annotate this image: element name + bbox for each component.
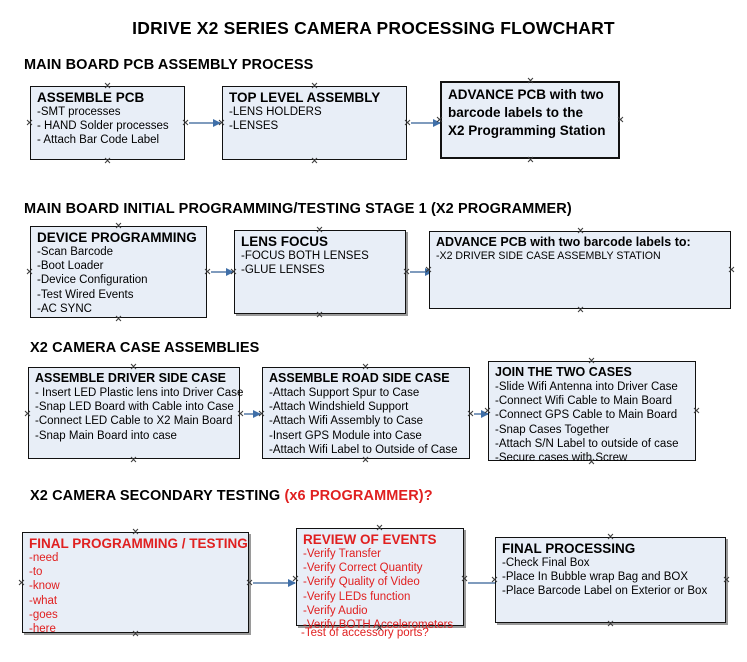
node-title-line: barcode labels to the: [448, 105, 584, 120]
node-title: ASSEMBLE PCB: [37, 90, 145, 105]
node-line: - Attach Bar Code Label: [37, 134, 160, 147]
node-line: -Insert GPS Module into Case: [269, 429, 422, 442]
node-line: -Test Wired Events: [37, 288, 134, 301]
node-line: -need: [29, 552, 59, 564]
arrow-top-level-to-advance-pcb: [411, 118, 441, 127]
node-line: -Boot Loader: [37, 260, 104, 273]
node-line: -what: [29, 594, 58, 607]
node-final-programming-testing[interactable]: FINAL PROGRAMMING / TESTING -need -to -k…: [22, 532, 249, 636]
arrow-road-case-to-join-cases: [474, 409, 489, 418]
node-line: -Connect Wifi Cable to Main Board: [495, 395, 673, 408]
arrow-device-programming-to-lens-focus: [211, 267, 234, 276]
node-title: FINAL PROGRAMMING / TESTING: [29, 536, 248, 551]
node-line: -Verify Transfer: [303, 548, 381, 560]
arrow-final-programming-to-review-of-events: [253, 578, 296, 587]
node-line: -Attach Support Spur to Case: [269, 387, 420, 399]
node-line: -Verify Correct Quantity: [303, 562, 423, 575]
section-heading-4-text: X2 CAMERA SECONDARY TESTING: [30, 488, 285, 504]
node-line: -Verify Quality of Video: [303, 576, 420, 589]
node-title: JOIN THE TWO CASES: [495, 365, 632, 379]
node-line: -Attach S/N Label to outside of case: [495, 437, 679, 450]
node-title: ASSEMBLE ROAD SIDE CASE: [269, 371, 450, 385]
node-line: -X2 DRIVER SIDE CASE ASSEMBLY STATION: [436, 250, 661, 262]
node-line: -Snap Main Board into case: [35, 429, 177, 442]
node-title-line: ADVANCE PCB with two: [448, 87, 604, 102]
node-line: -Attach Wifi Assembly to Case: [269, 415, 424, 428]
node-advance-pcb-programming-station[interactable]: ADVANCE PCB with two barcode labels to t…: [440, 81, 620, 159]
node-final-processing[interactable]: FINAL PROCESSING -Check Final Box -Place…: [495, 537, 726, 623]
node-line: -goes: [29, 608, 58, 621]
node-advance-pcb-driver-side-station[interactable]: ADVANCE PCB with two barcode labels to: …: [429, 231, 731, 309]
node-assemble-road-side-case[interactable]: ASSEMBLE ROAD SIDE CASE -Attach Support …: [262, 367, 470, 459]
node-line: -Verify BOTH Accelerometers: [303, 619, 454, 632]
node-line: -Snap Cases Together: [495, 423, 610, 436]
node-assemble-driver-side-case[interactable]: ASSEMBLE DRIVER SIDE CASE - Insert LED P…: [28, 367, 244, 459]
node-title: REVIEW OF EVENTS: [303, 532, 437, 547]
node-assemble-pcb[interactable]: ASSEMBLE PCB -SMT processes - HAND Solde…: [30, 86, 185, 160]
section-heading-4: X2 CAMERA SECONDARY TESTING (x6 PROGRAMM…: [30, 488, 433, 504]
node-title-line: X2 Programming Station: [448, 123, 606, 138]
section-heading-1: MAIN BOARD PCB ASSEMBLY PROCESS: [24, 57, 314, 73]
node-line: -Connect LED Cable to X2 Main Board: [35, 415, 233, 428]
node-device-programming[interactable]: DEVICE PROGRAMMING -Scan Barcode -Boot L…: [30, 226, 207, 318]
node-join-the-two-cases[interactable]: JOIN THE TWO CASES -Slide Wifi Antenna i…: [488, 361, 696, 464]
node-overflow-line: -Test of accessory ports?: [301, 627, 429, 639]
node-line: -Place In Bubble wrap Bag and BOX: [502, 571, 689, 584]
node-review-of-events[interactable]: REVIEW OF EVENTS -Verify Transfer -Verif…: [296, 528, 464, 631]
node-line: -to: [29, 566, 43, 579]
node-line: -Snap LED Board with Cable into Case: [35, 401, 234, 414]
node-line: -Verify LEDs function: [303, 590, 411, 603]
arrow-assemble-pcb-to-top-level: [189, 118, 221, 127]
node-line: -GLUE LENSES: [241, 264, 325, 277]
node-line: -Attach Windshield Support: [269, 401, 409, 414]
node-title: ADVANCE PCB with two barcode labels to:: [436, 235, 691, 249]
node-line: -Place Barcode Label on Exterior or Box: [502, 585, 708, 598]
node-line: -Verify Audio: [303, 604, 368, 617]
node-line: -AC SYNC: [37, 302, 92, 315]
node-title: DEVICE PROGRAMMING: [37, 230, 197, 245]
node-title: LENS FOCUS: [241, 234, 329, 249]
section-heading-4-accent: (x6 PROGRAMMER)?: [284, 488, 433, 504]
node-line: -Attach Wifi Label to Outside of Case: [269, 443, 458, 456]
node-lens-focus[interactable]: LENS FOCUS -FOCUS BOTH LENSES -GLUE LENS…: [234, 230, 406, 314]
section-heading-3: X2 CAMERA CASE ASSEMBLIES: [30, 340, 260, 356]
node-line: - HAND Solder processes: [37, 120, 169, 133]
node-line: -know: [29, 580, 60, 593]
node-line: -Check Final Box: [502, 557, 590, 569]
node-line: -Device Configuration: [37, 274, 148, 287]
node-title: TOP LEVEL ASSEMBLY: [229, 90, 381, 105]
node-line: -Secure cases with Screw: [495, 452, 628, 465]
node-line: -LENSES: [229, 120, 279, 133]
node-line: -Connect GPS Cable to Main Board: [495, 409, 678, 422]
node-line: -here: [29, 623, 56, 636]
node-line: -SMT processes: [37, 106, 121, 118]
arrow-driver-case-to-road-case: [244, 409, 261, 418]
node-line: -Slide Wifi Antenna into Driver Case: [495, 381, 678, 393]
node-line: -FOCUS BOTH LENSES: [241, 250, 369, 262]
section-heading-2: MAIN BOARD INITIAL PROGRAMMING/TESTING S…: [24, 201, 572, 217]
node-title: ASSEMBLE DRIVER SIDE CASE: [35, 371, 227, 385]
node-line: -Scan Barcode: [37, 246, 114, 258]
node-top-level-assembly[interactable]: TOP LEVEL ASSEMBLY -LENS HOLDERS -LENSES: [222, 86, 407, 160]
node-line: -LENS HOLDERS: [229, 106, 322, 118]
page-title: IDRIVE X2 SERIES CAMERA PROCESSING FLOWC…: [132, 18, 615, 38]
node-line: - Insert LED Plastic lens into Driver Ca…: [35, 387, 244, 399]
node-title: FINAL PROCESSING: [502, 541, 636, 556]
